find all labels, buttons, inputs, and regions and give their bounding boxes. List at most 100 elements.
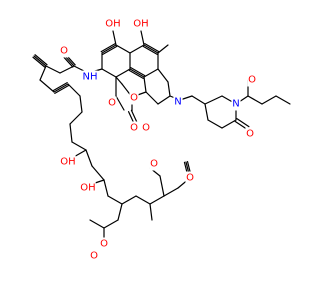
bond-36 [275,95,291,105]
bond-13 [140,30,145,46]
double-bond-0 [102,45,118,55]
double-bond-8 [234,120,248,130]
bond-35 [261,95,277,105]
bond-18 [167,81,171,97]
bond-56 [103,219,119,229]
bond-15 [157,68,169,83]
bond-41 [45,65,61,74]
bond-62 [149,203,153,221]
bond-14 [143,76,147,93]
o-ketone-2-label-bg [141,121,151,135]
double-bond-0 [100,43,116,53]
double-bond-1 [130,67,146,77]
o-methoxy-label: O [150,159,158,170]
bond-12 [157,44,169,54]
bond-46 [67,83,81,97]
o-acetyl-ester-label-bg [99,237,109,251]
bond-55 [117,203,123,221]
bond-11 [112,30,117,46]
bond-34 [247,95,263,105]
bond-9 [143,68,159,78]
bond-53 [103,179,109,197]
oh-mid-1-label-bg [60,155,76,169]
bond-7 [143,44,159,54]
bond-0 [115,44,131,54]
o-furan-label-bg [129,91,139,105]
o-amide-label-bg [59,44,69,58]
o-carbamate-ester-label-bg [247,73,257,87]
double-bond-3 [62,55,74,68]
o-ring-label-bg [107,96,117,110]
bond-54 [107,195,123,205]
o-carbamate-carbonyl-label-bg [245,127,255,141]
o-ketone-1-label: O [130,123,138,134]
o-amide-label: O [60,46,68,57]
bond-6 [129,44,145,54]
bond-47 [79,95,83,113]
double-bond-5 [52,82,68,92]
oh-mid-1-label: OH [60,157,75,168]
oh-top-left-label-bg [105,17,121,31]
o-vinyl-ether-label-bg [185,171,195,185]
bond-60 [135,195,151,205]
bond-52 [91,165,105,181]
double-bond-6 [130,109,139,124]
o-methoxy-label-bg [149,157,159,171]
bond-30 [207,119,223,129]
n-spiro-label-bg [173,95,183,109]
oh-top-right-label-bg [133,17,149,31]
n-piperazine-label-bg [231,97,241,111]
double-bond-2 [142,45,158,55]
nh-amide-label: NH [83,72,98,83]
o-vinyl-ether-label: O [186,173,194,184]
bond-25 [191,95,206,105]
double-bond-8 [236,118,250,128]
bond-31 [204,103,209,121]
bond-26 [204,95,223,105]
bond-59 [121,195,137,205]
o-carbamate-ester-label: O [248,75,256,86]
bond-17 [157,95,171,105]
oh-top-right-label: OH [133,19,148,30]
o-ketone-1-label-bg [129,121,139,135]
double-bond-5 [54,84,70,94]
bond-3 [101,68,117,78]
bond-57 [89,219,105,229]
double-bond-4 [34,54,48,66]
o-acetyl-carbonyl-label: O [90,251,98,262]
bond-5 [101,44,117,54]
n-spiro-label: N [174,97,181,108]
bond-42 [33,55,47,67]
bond-50 [71,141,87,151]
bond-16 [145,91,159,105]
nh-amide-label-bg [82,70,98,84]
bond-40 [59,65,75,74]
oh-mid-2-label-bg [80,181,96,195]
bond-66 [159,175,165,197]
bond-2 [115,68,131,78]
double-bond-1 [128,69,144,79]
o-acetyl-carbonyl-label-bg [89,249,99,263]
bond-21 [115,76,123,85]
bond-44 [39,79,55,93]
bond-45 [53,83,69,93]
bond-48 [69,111,83,125]
o-ketone-2-label: O [142,123,150,134]
o-ring-label: O [108,98,116,109]
bond-43 [39,65,47,81]
oh-top-left-label: OH [105,19,120,30]
bond-51 [85,149,93,167]
bond-71 [115,95,125,111]
bond-29 [221,119,237,129]
o-carbamate-carbonyl-label: O [246,129,254,140]
bond-49 [69,123,73,143]
o-furan-label: O [130,93,138,104]
oh-mid-2-label: OH [80,183,95,194]
n-piperazine-label: N [232,99,239,110]
double-bond-2 [144,43,160,53]
bond-63 [163,187,179,197]
bond-61 [149,195,165,205]
double-bond-4 [32,56,46,68]
